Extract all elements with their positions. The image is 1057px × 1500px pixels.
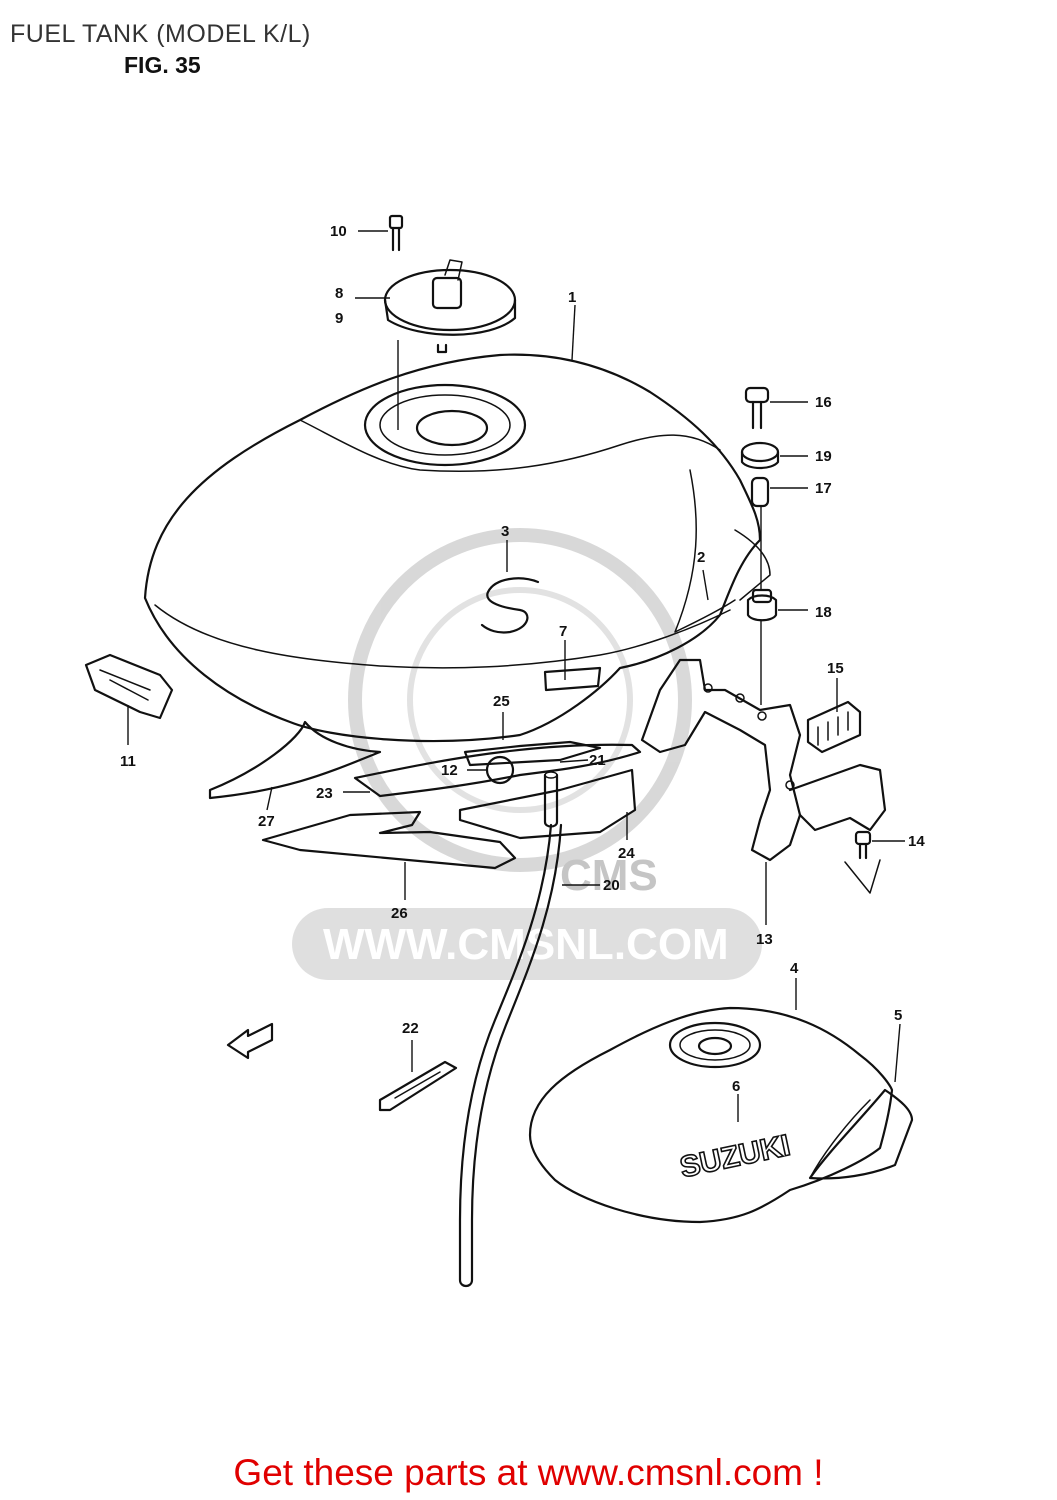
callout-1: 1 xyxy=(568,289,576,306)
bolt-14 xyxy=(844,830,881,894)
callout-15: 15 xyxy=(827,660,844,677)
fwd-label: FWD xyxy=(246,1028,271,1048)
callout-23: 23 xyxy=(316,785,333,802)
callout-13: 13 xyxy=(756,931,773,948)
callout-10: 10 xyxy=(330,223,347,240)
callout-16: 16 xyxy=(815,394,832,411)
callout-25: 25 xyxy=(493,693,510,710)
callout-9: 9 xyxy=(335,310,343,327)
callout-2: 2 xyxy=(697,549,705,566)
watermark-logo: CMS xyxy=(560,851,658,900)
callout-18: 18 xyxy=(815,604,832,621)
callout-3: 3 xyxy=(501,523,509,540)
callout-12: 12 xyxy=(441,762,458,779)
callout-11: 11 xyxy=(120,753,136,770)
callout-5: 5 xyxy=(894,1007,902,1024)
callout-4: 4 xyxy=(790,960,799,977)
watermark-url: WWW.CMSNL.COM xyxy=(323,920,729,969)
callout-24: 24 xyxy=(618,845,635,862)
bolt-10 xyxy=(388,214,404,252)
mounting-hardware xyxy=(740,386,780,705)
s-emblem xyxy=(480,577,540,634)
watermark: CMS WWW.CMSNL.COM xyxy=(292,528,762,980)
connector-11 xyxy=(84,653,174,720)
callout-8: 8 xyxy=(335,285,343,302)
leader-lines xyxy=(127,230,905,1122)
pads xyxy=(261,740,642,870)
bracket-13 xyxy=(640,658,887,862)
suzuki-decal: SUZUKI xyxy=(677,1129,793,1184)
callout-20: 20 xyxy=(603,877,620,894)
clip-15 xyxy=(806,700,862,754)
fuel-tank xyxy=(143,353,771,800)
callout-27: 27 xyxy=(258,813,275,830)
fuel-cap xyxy=(383,259,517,354)
callout-17: 17 xyxy=(815,480,832,497)
tank-decal: SUZUKI xyxy=(528,1006,914,1224)
callout-19: 19 xyxy=(815,448,832,465)
callout-22: 22 xyxy=(402,1020,419,1037)
callout-7: 7 xyxy=(559,623,567,640)
fwd-arrow: FWD xyxy=(226,1022,274,1060)
callout-26: 26 xyxy=(391,905,408,922)
strap-22 xyxy=(378,1060,458,1112)
callout-14: 14 xyxy=(908,833,925,850)
callouts: 1 2 3 4 5 6 7 8 9 10 11 12 13 14 15 16 1… xyxy=(120,223,925,1095)
figure-number: FIG. 35 xyxy=(124,52,201,78)
hose-20 xyxy=(458,823,563,1288)
get-parts-link[interactable]: Get these parts at www.cmsnl.com ! xyxy=(233,1452,824,1493)
callout-6: 6 xyxy=(732,1078,740,1095)
page-title: FUEL TANK (MODEL K/L) xyxy=(10,20,311,48)
callout-21: 21 xyxy=(589,752,606,769)
